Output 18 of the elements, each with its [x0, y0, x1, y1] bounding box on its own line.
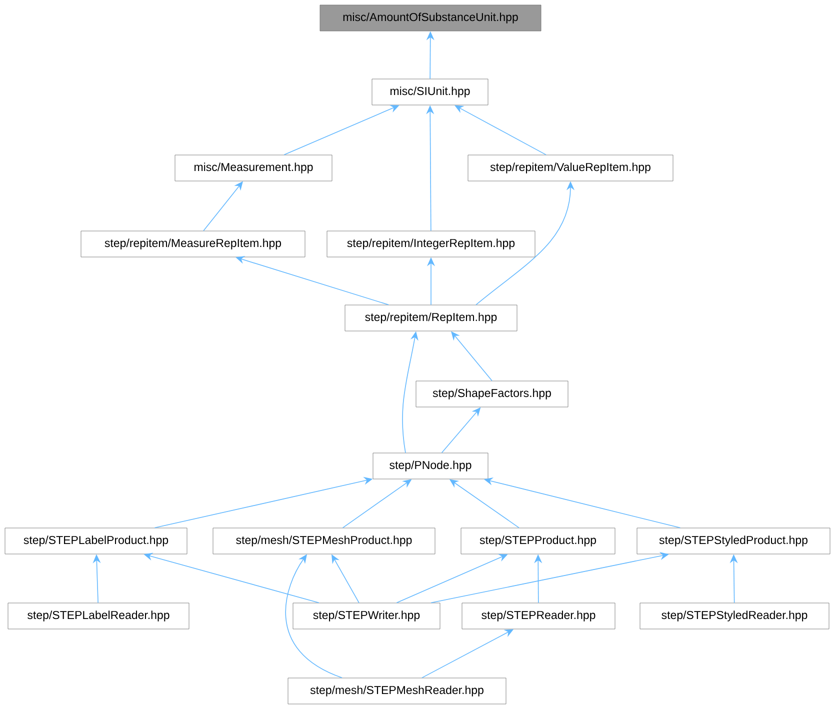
file-box: step/STEPLabelProduct.hpp	[4, 528, 188, 554]
file-box: misc/AmountOfSubstanceUnit.hpp	[320, 4, 542, 32]
file-box: step/STEPStyledReader.hpp	[640, 602, 830, 630]
file-box: step/repitem/ValueRepItem.hpp	[468, 154, 674, 182]
file-box: misc/Measurement.hpp	[174, 154, 332, 182]
file-box: step/PNode.hpp	[372, 452, 488, 480]
file-box: step/mesh/STEPMeshReader.hpp	[288, 678, 506, 704]
file-box: step/STEPReader.hpp	[462, 602, 616, 630]
file-box: step/STEPProduct.hpp	[460, 528, 616, 554]
file-box: step/STEPWriter.hpp	[292, 602, 440, 630]
file-box: step/repitem/RepItem.hpp	[344, 304, 518, 332]
file-box: step/repitem/IntegerRepItem.hpp	[326, 230, 536, 258]
file-box: step/mesh/STEPMeshProduct.hpp	[212, 528, 436, 554]
file-box: step/repitem/MeasureRepItem.hpp	[80, 230, 306, 258]
file-box: step/ShapeFactors.hpp	[416, 380, 568, 408]
file-box: misc/SIUnit.hpp	[372, 78, 488, 106]
file-box: step/STEPStyledProduct.hpp	[636, 528, 830, 554]
file-box: step/STEPLabelReader.hpp	[8, 602, 190, 630]
